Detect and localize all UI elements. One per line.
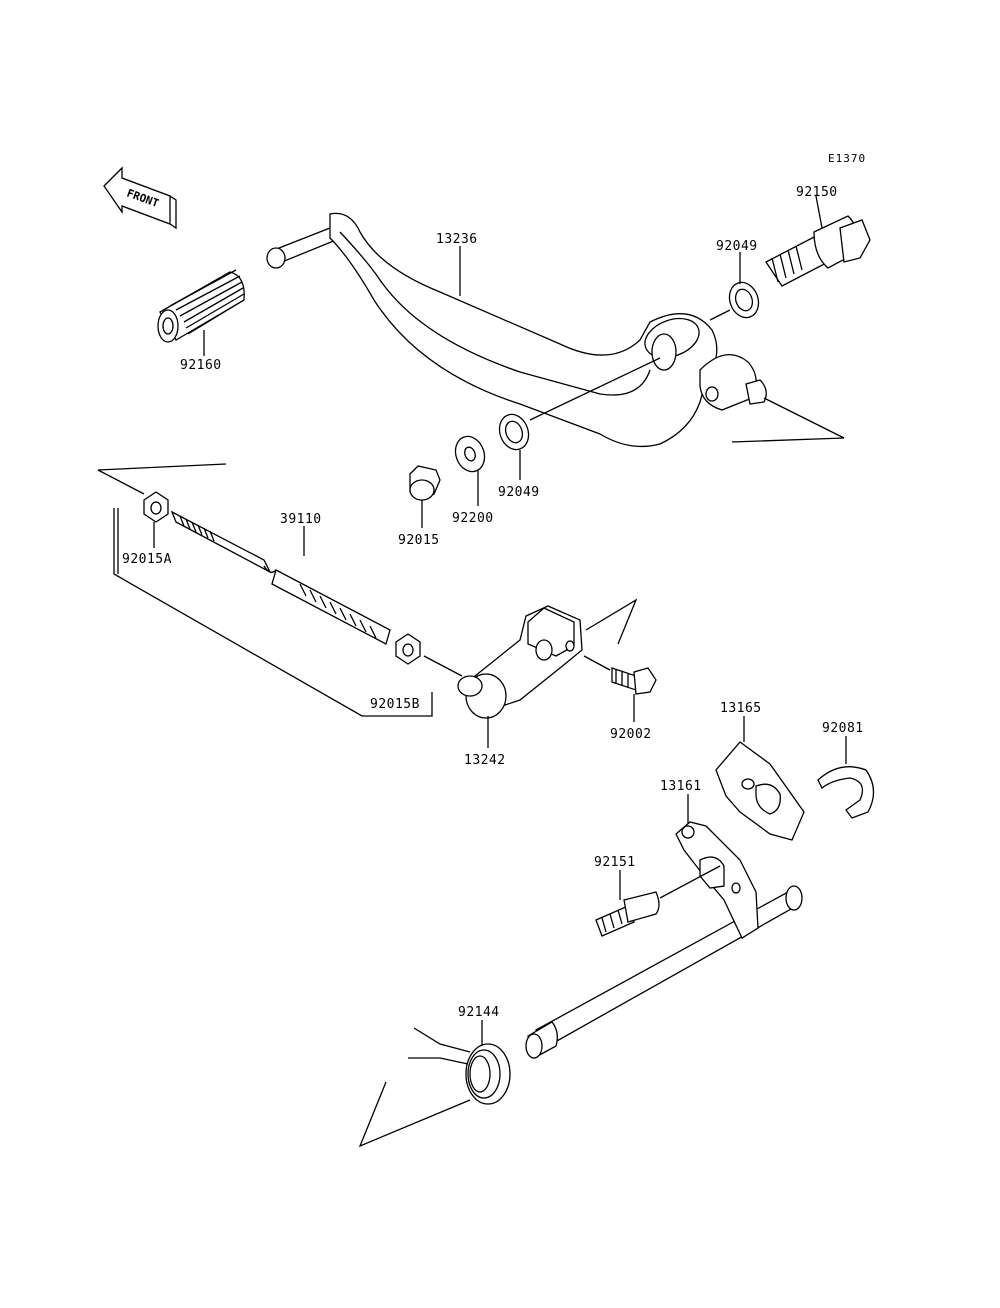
label-92151: 92151 — [594, 855, 636, 870]
lever-bolt-part — [611, 667, 657, 695]
label-92081: 92081 — [822, 721, 864, 736]
washer-part — [454, 435, 486, 473]
pivot-bolt-part — [765, 215, 871, 287]
assembly-bracket-lever — [585, 598, 638, 645]
label-92144: 92144 — [458, 1005, 500, 1020]
label-92015A: 92015A — [122, 552, 172, 567]
shift-plate-part — [715, 741, 805, 841]
axis-line-rod — [423, 655, 463, 677]
retaining-clip-part — [817, 766, 875, 819]
label-39110: 39110 — [280, 512, 322, 527]
leader-92150 — [815, 195, 823, 229]
tie-rod-part — [170, 510, 391, 645]
pedal-rubber-part — [157, 269, 245, 343]
label-92160: 92160 — [180, 358, 222, 373]
oil-seal-lower-part — [498, 413, 530, 451]
shift-shaft-part — [525, 821, 803, 1059]
axis-line-pedal — [529, 357, 661, 421]
assembly-bracket-bottom — [358, 1081, 471, 1148]
return-spring-part — [408, 1027, 511, 1105]
bracket-top — [97, 463, 227, 471]
label-92049-upper: 92049 — [716, 239, 758, 254]
label-92150: 92150 — [796, 185, 838, 200]
label-13236: 13236 — [436, 232, 478, 247]
front-arrow-icon: FRONT — [103, 166, 177, 230]
label-13242: 13242 — [464, 753, 506, 768]
label-92200: 92200 — [452, 511, 494, 526]
label-92002: 92002 — [610, 727, 652, 742]
axis-line-pedal-2 — [709, 309, 731, 321]
bracket-bottom — [113, 508, 433, 717]
assembly-bracket-right — [731, 397, 845, 443]
label-13161: 13161 — [660, 779, 702, 794]
label-92015: 92015 — [398, 533, 440, 548]
locknut-b-part — [395, 633, 421, 665]
label-92015B: 92015B — [370, 697, 420, 712]
cap-nut-part — [409, 465, 441, 501]
stud-bolt-part — [595, 891, 660, 937]
shift-lever-part — [457, 605, 583, 719]
diagram-code: E1370 — [828, 152, 866, 165]
label-92049-lower: 92049 — [498, 485, 540, 500]
label-13165: 13165 — [720, 701, 762, 716]
locknut-a-part — [143, 491, 169, 523]
bracket-top-diag — [97, 469, 145, 495]
axis-line-bolt — [583, 655, 611, 671]
shift-pedal-part — [266, 212, 767, 448]
oil-seal-upper-part — [728, 281, 760, 319]
axis-line-stud — [659, 865, 721, 899]
